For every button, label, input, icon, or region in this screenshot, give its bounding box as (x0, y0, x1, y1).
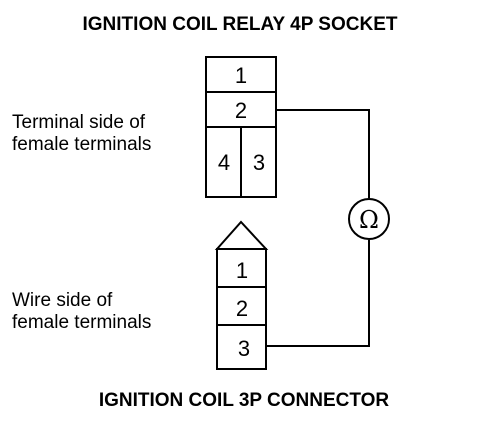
connector-outline (216, 248, 267, 370)
socket-terminal-2: 2 (235, 98, 247, 123)
ohmmeter-circle (348, 198, 390, 240)
bottom-title: IGNITION COIL 3P CONNECTOR (99, 390, 390, 411)
connector-terminal-2: 2 (236, 296, 248, 321)
connector-label: Wire side of female terminals (12, 290, 151, 333)
connector-label-line-1: Wire side of (12, 290, 113, 311)
socket-terminal-1: 1 (235, 63, 247, 88)
coil-3p-connector: 1 2 3 (214, 220, 269, 370)
connector-terminal-3: 3 (238, 336, 250, 361)
socket-terminal-3: 3 (253, 150, 265, 175)
connector-label-line-2: female terminals (12, 312, 151, 333)
ohm-symbol: Ω (359, 206, 379, 234)
socket-label-line-1: Terminal side of (12, 112, 146, 133)
test-lead-to-socket-terminal-2 (276, 109, 370, 198)
connector-key-tab (214, 220, 269, 250)
ohmmeter: Ω (348, 198, 390, 240)
socket-label: Terminal side of female terminals (12, 112, 151, 155)
test-lead-to-connector-terminal-3 (266, 240, 370, 347)
relay-4p-socket: 1 2 4 3 (205, 56, 277, 198)
socket-label-line-2: female terminals (12, 134, 151, 155)
socket-terminal-4: 4 (218, 150, 230, 175)
top-title: IGNITION COIL RELAY 4P SOCKET (83, 14, 398, 35)
connector-terminal-1: 1 (236, 258, 248, 283)
